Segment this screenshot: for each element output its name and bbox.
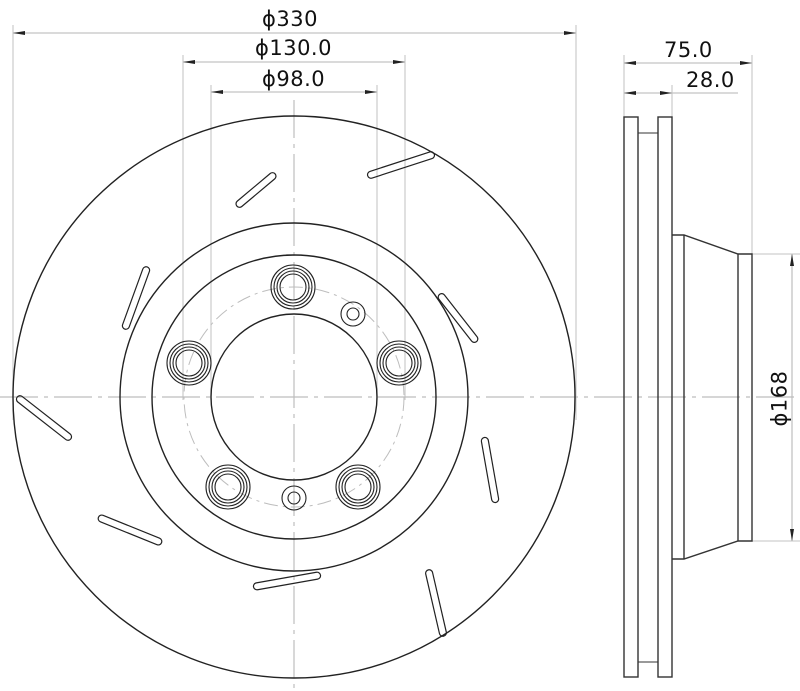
bolt-hole xyxy=(205,464,251,510)
bolt-hole xyxy=(166,340,212,386)
locator-hole xyxy=(281,485,307,511)
slot xyxy=(121,266,151,330)
side-view xyxy=(623,116,753,678)
outer-rim xyxy=(12,115,576,679)
front-view xyxy=(12,115,576,679)
hat-outer xyxy=(151,254,437,540)
dim-total-height: 75.0 xyxy=(664,38,713,62)
friction-inner-edge xyxy=(119,222,469,572)
slot xyxy=(437,293,479,343)
dim-outer-diameter: ϕ330 xyxy=(262,7,318,31)
slot xyxy=(366,151,436,179)
dim-hat-diameter: ϕ168 xyxy=(767,370,792,427)
bolt-hole xyxy=(335,464,381,510)
bolt-hole xyxy=(376,340,422,386)
slot xyxy=(425,569,447,637)
center-bore xyxy=(210,313,378,481)
extension-lines xyxy=(12,25,800,542)
slot xyxy=(480,436,500,504)
slot xyxy=(252,571,322,591)
slot xyxy=(97,514,163,546)
slots xyxy=(15,151,500,637)
slot xyxy=(235,172,277,208)
arrowheads xyxy=(13,31,794,541)
dim-disc-thickness: 28.0 xyxy=(686,68,735,92)
bolt-hole xyxy=(270,264,316,310)
locator-hole xyxy=(340,301,366,327)
bolt-circle xyxy=(183,286,405,508)
bolt-holes xyxy=(166,264,422,511)
slot xyxy=(15,395,73,441)
dim-center-bore: ϕ98.0 xyxy=(262,67,326,91)
dim-bolt-circle: ϕ130.0 xyxy=(255,36,332,60)
center-lines xyxy=(0,100,800,691)
dimension-lines xyxy=(13,32,793,541)
